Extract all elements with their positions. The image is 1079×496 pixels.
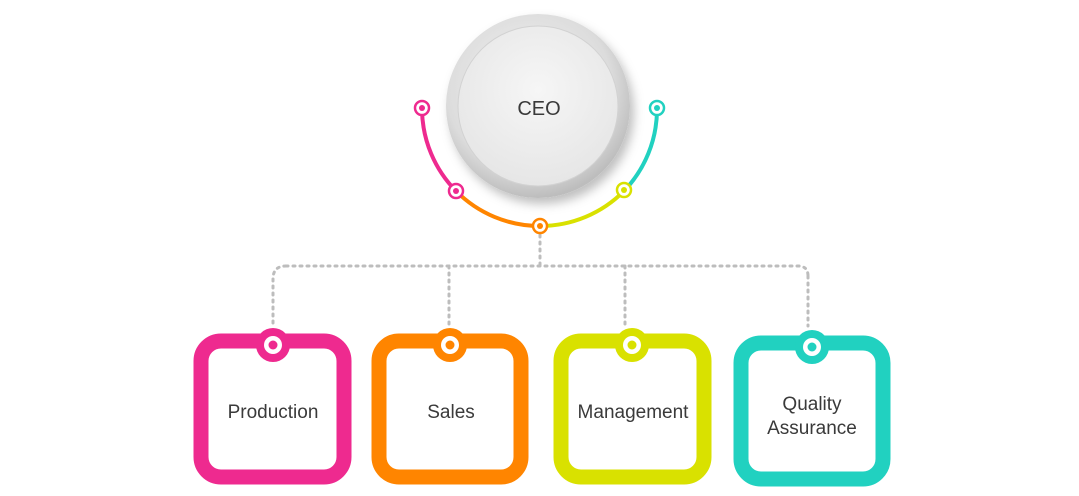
department-box-sales <box>371 328 529 485</box>
connector-lines <box>271 226 810 328</box>
arc-dot-yellow <box>615 181 633 199</box>
arc-segment-pink <box>420 108 458 193</box>
department-label-quality-assurance: Quality Assurance <box>767 394 857 439</box>
ceo-label: CEO <box>517 98 561 120</box>
department-label-management: Management <box>577 402 689 423</box>
department-box-quality-assurance <box>733 330 891 487</box>
arc-dot-pink <box>447 182 465 200</box>
arc-segment-orange <box>454 189 542 229</box>
department-boxes <box>193 328 891 487</box>
arc-dot-pink-top <box>413 99 431 117</box>
department-box-production <box>193 328 352 485</box>
arc-dot-teal-top <box>648 99 666 117</box>
department-label-sales: Sales <box>427 402 475 423</box>
arc-segment-teal <box>622 108 659 193</box>
ceo-node <box>446 14 630 198</box>
connector-left-corner <box>271 264 288 328</box>
arc-dot-orange <box>531 217 549 235</box>
connector-horizontal <box>284 264 810 278</box>
arc-segment-yellow <box>538 189 626 229</box>
department-box-management <box>553 328 712 485</box>
arc-dots <box>413 99 666 235</box>
department-label-production: Production <box>227 402 319 423</box>
